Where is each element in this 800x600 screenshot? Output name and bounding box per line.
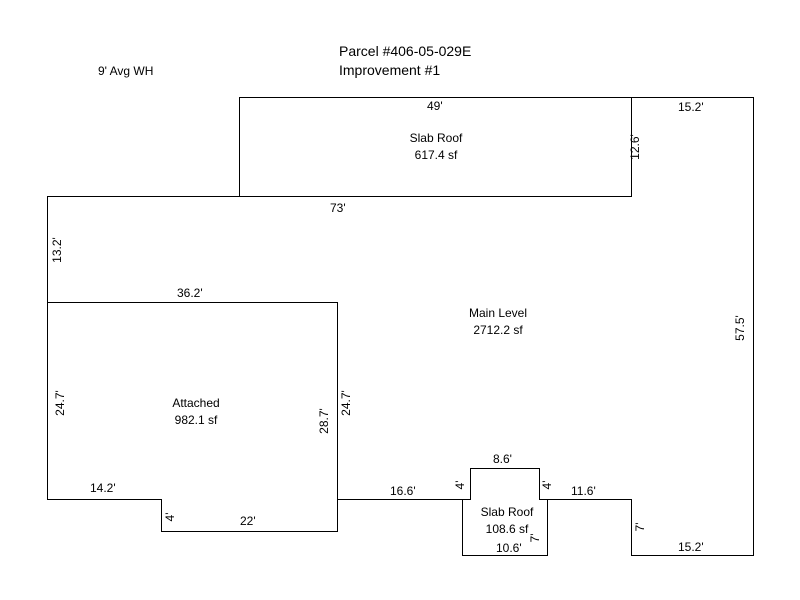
main-level-label: Main Level 2712.2 sf [448,306,548,337]
dim-right-12-6: 12.6' [628,134,642,160]
improvement-number: Improvement #1 [339,62,441,78]
dim-4-left: 4' [163,512,177,522]
main-level-west-outline [47,196,240,303]
wall-height-note: 9' Avg WH [98,64,154,78]
dim-36-2: 36.2' [177,286,203,300]
dim-left-13-2: 13.2' [50,237,64,263]
dim-7-slab: 7' [528,533,542,543]
dim-16-6: 16.6' [390,484,416,498]
dim-8-6: 8.6' [493,452,512,466]
main-level-area: 2712.2 sf [473,323,523,337]
parcel-number: Parcel #406-05-029E [339,43,472,59]
dim-top-49: 49' [427,99,443,113]
slab-roof-bottom-outline [462,499,548,556]
slab-roof-top-name: Slab Roof [409,131,463,145]
attached-label: Attached 982.1 sf [146,396,246,427]
main-level-name: Main Level [468,306,528,320]
dim-73: 73' [330,201,346,215]
slab-roof-bottom-area: 108.6 sf [485,522,529,536]
slab-roof-top-outline [239,97,632,197]
dim-right-57-5: 57.5' [733,315,747,341]
dim-4-slab-right: 4' [540,480,554,490]
dim-attached-right-24-7: 24.7' [339,390,353,416]
dim-14-2: 14.2' [90,481,116,495]
slab-roof-bottom-name: Slab Roof [480,505,534,519]
dim-11-6: 11.6' [571,484,596,498]
dim-attached-inner-28-7: 28.7' [317,408,331,434]
dim-attached-left-24-7: 24.7' [53,390,67,416]
slab-roof-top-label: Slab Roof 617.4 sf [386,131,486,162]
slab-roof-top-area: 617.4 sf [414,148,458,162]
attached-outline [47,302,338,532]
attached-area: 982.1 sf [174,413,218,427]
dim-bottom-15-2: 15.2' [678,540,704,554]
dim-7-right: 7' [633,522,647,532]
dim-top-right-15-2: 15.2' [678,100,704,114]
main-level-outline [337,97,754,556]
slab-roof-bottom-label: Slab Roof 108.6 sf [457,505,557,536]
dim-4-slab-left: 4' [453,480,467,490]
dim-10-6: 10.6' [496,541,522,555]
dim-22: 22' [240,514,256,528]
attached-name: Attached [172,396,220,410]
